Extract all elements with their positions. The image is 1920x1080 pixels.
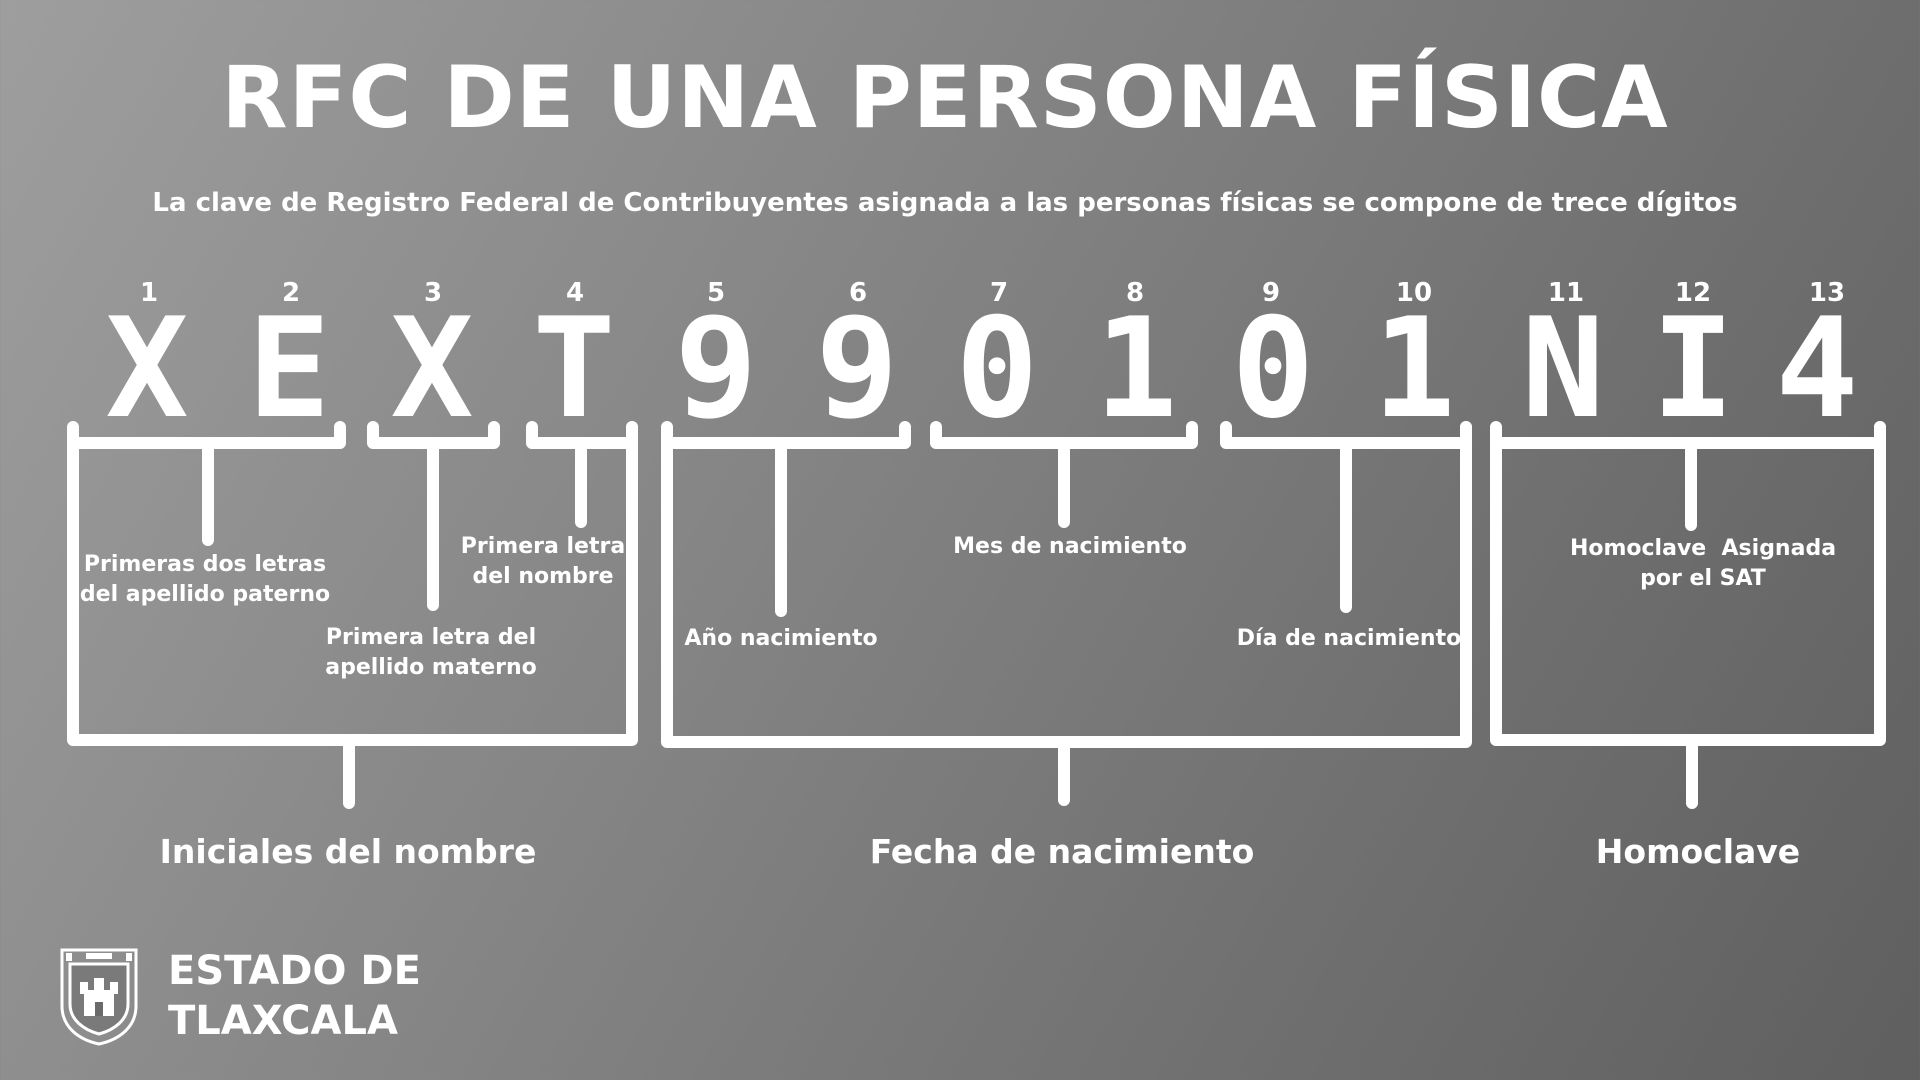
rfc-character: 0	[955, 288, 1039, 449]
position-number: 5	[706, 278, 726, 308]
position-number: 4	[565, 278, 585, 308]
desc-mes: Mes de nacimiento	[920, 532, 1220, 562]
position-number: 3	[423, 278, 443, 308]
rfc-character: 1	[1094, 288, 1178, 449]
group-label-iniciales: Iniciales del nombre	[159, 832, 537, 871]
desc-line: Primeras dos letras	[83, 552, 327, 577]
rfc-character: 4	[1775, 288, 1859, 449]
rfc-character: E	[247, 288, 331, 449]
coat-of-arms-icon	[60, 948, 138, 1046]
position-number: 12	[1674, 278, 1712, 308]
position-number: 2	[281, 278, 301, 308]
desc-line: del nombre	[472, 564, 614, 589]
desc-dia: Día de nacimiento	[1199, 624, 1499, 654]
desc-anio: Año nacimiento	[631, 624, 931, 654]
position-number: 6	[848, 278, 868, 308]
position-number: 9	[1261, 278, 1281, 308]
position-number: 10	[1395, 278, 1433, 308]
desc-line: Primera letra del	[325, 625, 537, 650]
desc-line: Homoclave Asignada	[1569, 536, 1837, 561]
desc-line: Día de nacimiento	[1236, 626, 1462, 651]
rfc-character: T	[532, 288, 616, 449]
position-number: 8	[1125, 278, 1145, 308]
position-number: 1	[139, 278, 159, 308]
rfc-character: X	[105, 288, 189, 449]
page-title: RFC DE UNA PERSONA FÍSICA	[221, 48, 1669, 148]
desc-homoclave: Homoclave Asignada por el SAT	[1553, 534, 1853, 594]
group-label-fecha: Fecha de nacimiento	[869, 832, 1255, 871]
desc-apellido-paterno: Primeras dos letras del apellido paterno	[55, 550, 355, 610]
desc-line: Primera letra	[460, 534, 626, 559]
rfc-character: 1	[1372, 288, 1456, 449]
group-label-homoclave: Homoclave	[1595, 832, 1801, 871]
desc-line: por el SAT	[1640, 566, 1766, 591]
rfc-character: 9	[815, 288, 899, 449]
rfc-character: I	[1651, 288, 1735, 449]
rfc-character: 0	[1231, 288, 1315, 449]
position-number: 11	[1547, 278, 1585, 308]
position-number: 13	[1808, 278, 1846, 308]
position-number: 7	[989, 278, 1009, 308]
desc-apellido-materno: Primera letra del apellido materno	[281, 623, 581, 683]
desc-line: apellido materno	[325, 655, 537, 680]
rfc-character: 9	[674, 288, 758, 449]
logo-text-line: TLAXCALA	[168, 998, 398, 1044]
desc-line: Mes de nacimiento	[953, 534, 1187, 559]
rfc-character: X	[390, 288, 474, 449]
desc-nombre: Primera letra del nombre	[393, 532, 693, 592]
desc-line: Año nacimiento	[684, 626, 878, 651]
logo-text: ESTADO DE TLAXCALA	[168, 946, 428, 1046]
logo-text-line: ESTADO DE	[168, 948, 421, 994]
page-subtitle: La clave de Registro Federal de Contribu…	[152, 188, 1738, 218]
rfc-character: N	[1521, 288, 1605, 449]
desc-line: del apellido paterno	[79, 582, 331, 607]
